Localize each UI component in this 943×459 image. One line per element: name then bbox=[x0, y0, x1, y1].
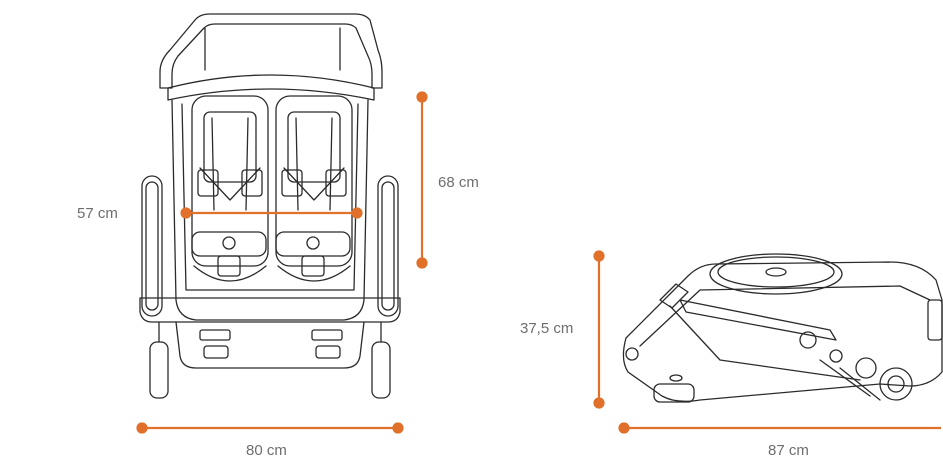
stroller-folded-view bbox=[622, 253, 943, 403]
folded-height-endpoint bbox=[593, 250, 605, 262]
dimension-lines bbox=[136, 91, 941, 434]
seat-width-endpoint bbox=[180, 207, 192, 219]
total-width-endpoint bbox=[136, 422, 148, 434]
seat-height-endpoint bbox=[416, 257, 428, 269]
folded-length-label: 87 cm bbox=[768, 442, 809, 459]
stroller-front-view bbox=[139, 13, 401, 399]
folded-length-endpoint bbox=[618, 422, 630, 434]
total-width-endpoint bbox=[392, 422, 404, 434]
seat-height-label: 68 cm bbox=[438, 174, 479, 191]
folded-height-endpoint bbox=[593, 397, 605, 409]
total-width-label: 80 cm bbox=[246, 442, 287, 459]
seat-height-endpoint bbox=[416, 91, 428, 103]
folded-height-label: 37,5 cm bbox=[520, 320, 574, 337]
seat-width-label: 57 cm bbox=[77, 205, 118, 222]
seat-width-endpoint bbox=[351, 207, 363, 219]
